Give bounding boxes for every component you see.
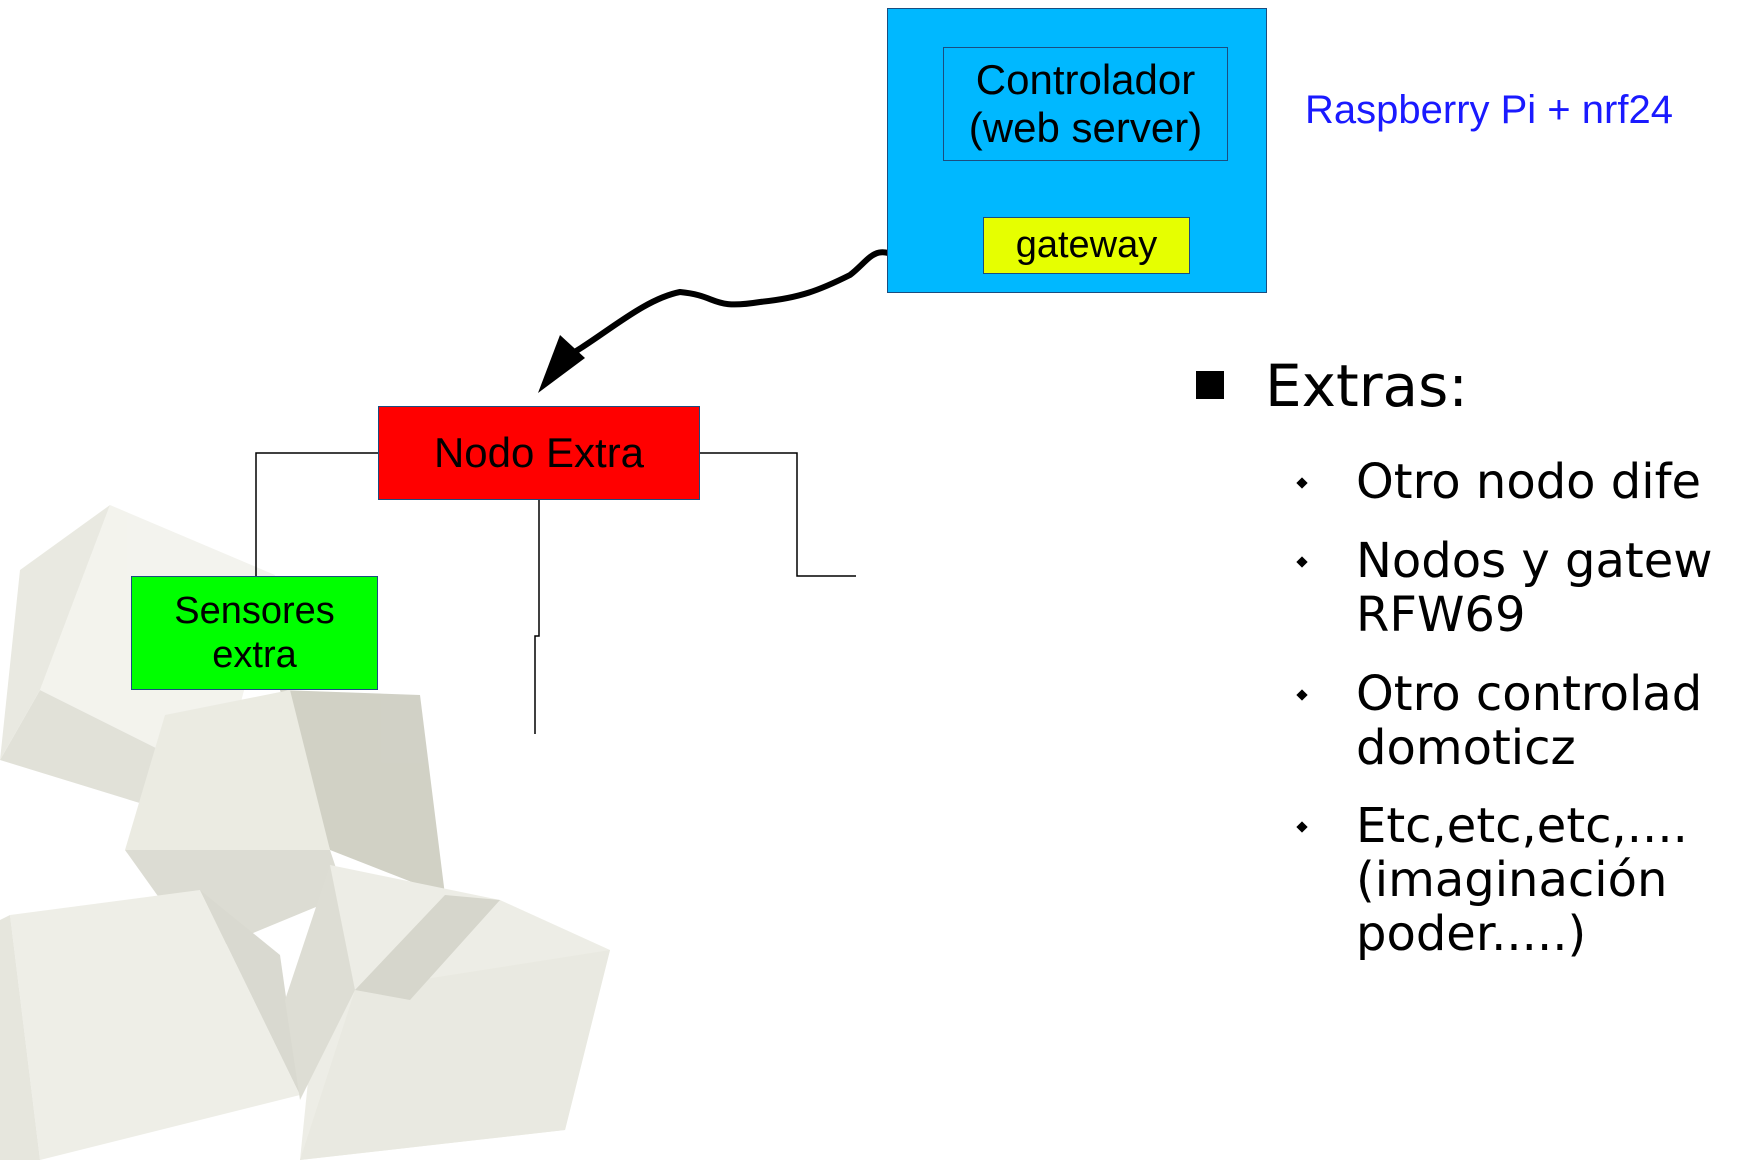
controlador-line1: Controlador — [975, 56, 1196, 103]
extras-heading: Extras: — [1265, 352, 1468, 420]
list-item-text-line3: poder.....) — [1356, 906, 1587, 962]
raspberry-pi-label: Raspberry Pi + nrf24 — [1305, 88, 1673, 132]
nodo-to-bottom-line — [534, 500, 540, 734]
sensores-line1: Sensores — [174, 590, 335, 632]
nodo-extra-label: Nodo Extra — [433, 429, 645, 476]
list-item-text: Otro controlad — [1356, 666, 1703, 722]
list-item-text-line2: RFW69 — [1356, 587, 1526, 643]
nodo-to-right-line — [700, 452, 856, 577]
list-item-text: Otro nodo dife — [1356, 454, 1702, 510]
controlador-box: Controlador (web server) — [943, 47, 1228, 161]
list-item-text: Nodos y gatew — [1356, 533, 1713, 589]
decorative-cubes — [0, 505, 610, 1160]
square-bullet-icon — [1196, 371, 1224, 399]
list-item-text-line2: (imaginación — [1356, 852, 1668, 908]
nodo-extra-box: Nodo Extra — [378, 406, 700, 500]
wireless-arrow-head-nodo — [538, 335, 585, 393]
sensores-line2: extra — [212, 634, 297, 676]
list-item-text: Etc,etc,etc,.... — [1356, 798, 1688, 854]
wireless-link-curve — [555, 249, 907, 365]
gateway-box: gateway — [983, 217, 1190, 274]
nodo-to-sensores-line — [255, 452, 378, 576]
list-item-text-line2: domoticz — [1356, 720, 1576, 776]
gateway-label: gateway — [1015, 224, 1158, 266]
controlador-line2: (web server) — [968, 104, 1203, 151]
sensores-extra-box: Sensores extra — [131, 576, 378, 690]
